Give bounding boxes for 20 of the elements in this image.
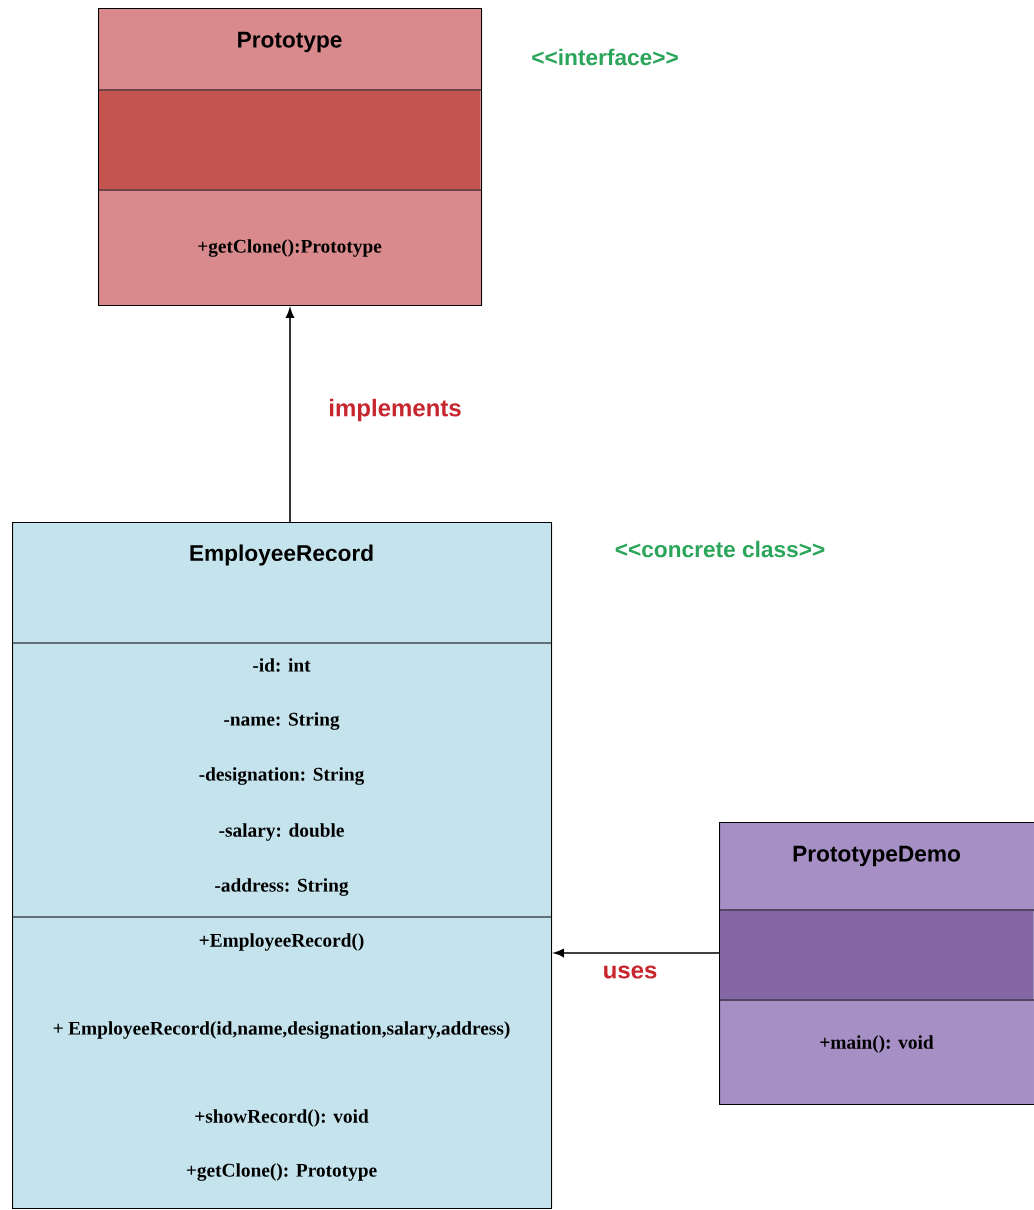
class-name: Prototype (238, 31, 342, 53)
class-name: PrototypeDemo (793, 845, 960, 867)
edge-label: implements (327, 397, 463, 423)
edge-label: uses (601, 964, 659, 980)
attribute-text: -address: String (215, 878, 349, 896)
method-text: +getClone(): Prototype (186, 1163, 377, 1181)
attribute-text: -id: int (253, 658, 311, 672)
method-text: +getClone():Prototype (198, 239, 382, 257)
arrow (554, 948, 720, 958)
attribute-text: -name: String (224, 712, 340, 730)
method-text: +main(): void (820, 1035, 934, 1053)
method-text: + EmployeeRecord(id,name,designation,salary,address) (53, 1021, 510, 1039)
arrow (285, 308, 295, 523)
attribute-text: -designation: String (199, 767, 365, 785)
stereotype-label: <<interface>> (532, 48, 678, 66)
method-text: +showRecord(): void (195, 1109, 369, 1127)
class-name: EmployeeRecord (190, 544, 373, 566)
attribute-text: -salary: double (219, 823, 344, 841)
stereotype-label: <<concrete class>> (615, 540, 825, 558)
method-text: +EmployeeRecord() (199, 933, 364, 951)
